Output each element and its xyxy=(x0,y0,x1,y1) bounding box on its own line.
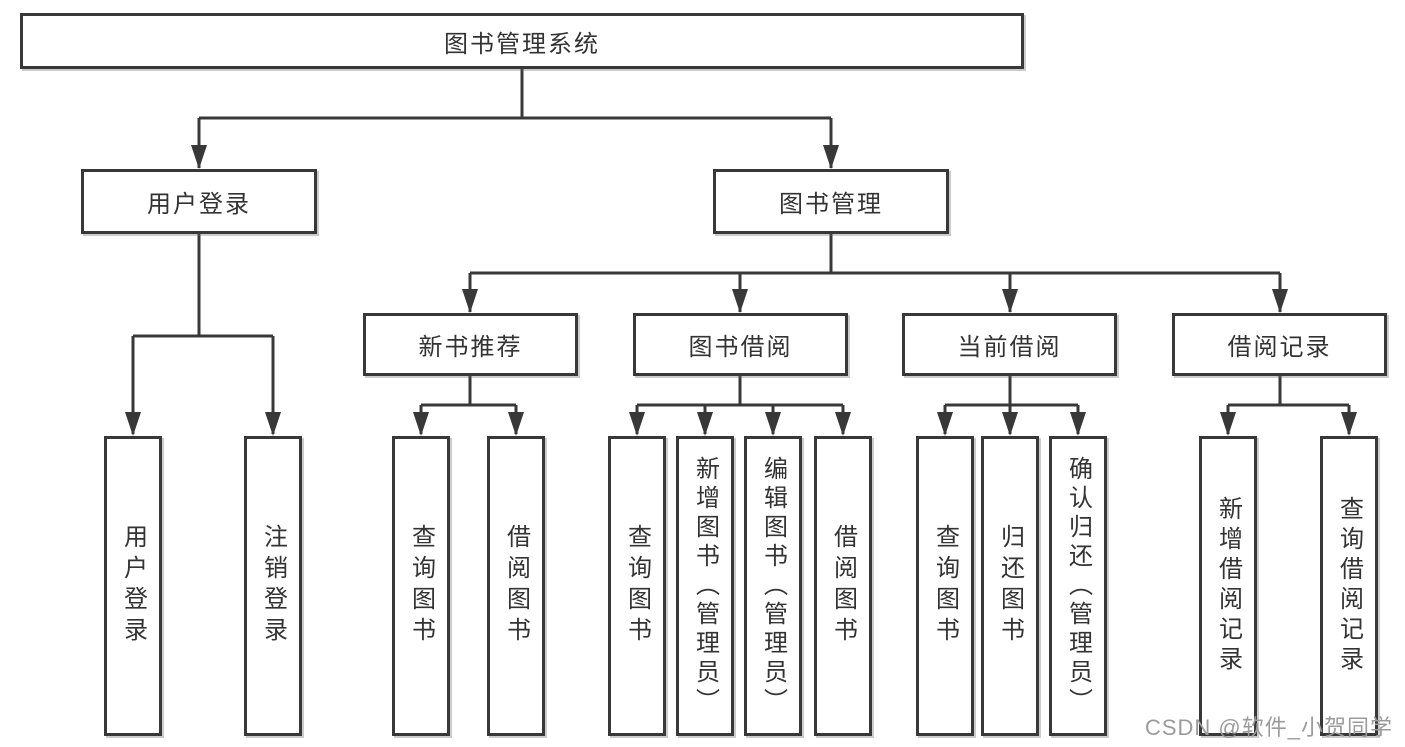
leaf-borrow-borrow-book: 借阅图书 xyxy=(814,436,872,736)
leaf-current-return-book: 归还图书 xyxy=(981,436,1039,736)
leaf-current-query-book: 查询图书 xyxy=(916,436,974,736)
leaf-borrow-query-book: 查询图书 xyxy=(608,436,666,736)
node-current-borrowing: 当前借阅 xyxy=(902,313,1117,376)
node-label: 查询图书 xyxy=(623,524,651,648)
node-label: 用户登录 xyxy=(147,191,251,218)
node-label: 归还图书 xyxy=(996,524,1024,648)
node-label: 图书管理 xyxy=(779,191,883,218)
node-label: 用户登录 xyxy=(119,524,147,648)
leaf-logout: 注销登录 xyxy=(244,436,302,736)
leaf-user-login: 用户登录 xyxy=(104,436,162,736)
node-book-management: 图书管理 xyxy=(713,169,949,234)
node-label: 查询图书 xyxy=(931,524,959,648)
node-label: 查询图书 xyxy=(407,524,435,648)
node-label: 新增借阅记录 xyxy=(1214,496,1242,676)
leaf-recommend-borrow-book: 借阅图书 xyxy=(487,436,545,736)
node-label: 图书借阅 xyxy=(688,334,793,361)
node-label: 编辑图书（管理员） xyxy=(759,455,787,717)
node-label: 注销登录 xyxy=(259,524,287,648)
node-label: 借阅图书 xyxy=(829,524,857,648)
node-label: 借阅图书 xyxy=(502,524,530,648)
node-label: 借阅记录 xyxy=(1227,334,1332,361)
node-user-login: 用户登录 xyxy=(81,169,317,234)
node-label: 图书管理系统 xyxy=(444,30,600,58)
node-label: 查询借阅记录 xyxy=(1335,496,1363,676)
leaf-recommend-query-book: 查询图书 xyxy=(392,436,450,736)
node-root: 图书管理系统 xyxy=(20,13,1024,69)
csdn-watermark: CSDN @软件_小贺同学 xyxy=(1144,715,1393,740)
leaf-borrow-add-book-admin: 新增图书（管理员） xyxy=(676,436,734,736)
node-book-borrowing: 图书借阅 xyxy=(633,313,848,376)
leaf-current-confirm-return-admin: 确认归还（管理员） xyxy=(1049,436,1107,736)
node-new-book-recommend: 新书推荐 xyxy=(363,313,578,376)
connector-paths xyxy=(131,69,1351,434)
leaf-borrow-edit-book-admin: 编辑图书（管理员） xyxy=(744,436,802,736)
arrowheads xyxy=(125,145,1357,436)
node-label: 当前借阅 xyxy=(957,334,1062,361)
leaf-records-add-record: 新增借阅记录 xyxy=(1199,436,1257,736)
node-label: 确认归还（管理员） xyxy=(1064,455,1092,717)
node-borrowing-records: 借阅记录 xyxy=(1172,313,1387,376)
leaf-records-query-record: 查询借阅记录 xyxy=(1320,436,1378,736)
node-label: 新增图书（管理员） xyxy=(691,455,719,717)
node-label: 新书推荐 xyxy=(418,334,523,361)
